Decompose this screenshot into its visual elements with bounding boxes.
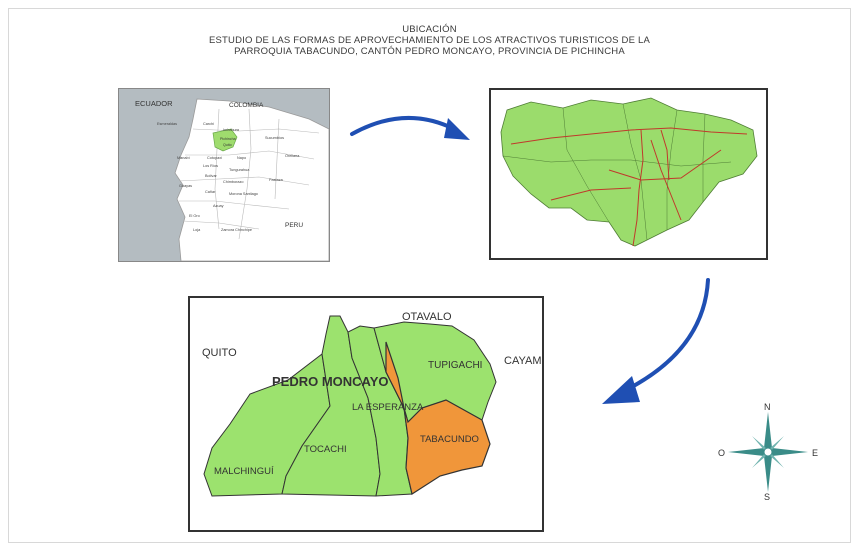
parish-lines (502, 103, 732, 241)
tupigachi-label: TUPIGACHI (428, 360, 482, 371)
province-label: Morona Santiago (229, 192, 258, 196)
header-subtitle-2: PARROQUIA TABACUNDO, CANTÓN PEDRO MONCAY… (234, 46, 625, 57)
malchingui-label: MALCHINGUÍ (214, 466, 274, 477)
canton-area (500, 97, 758, 247)
pichincha-highlight (212, 128, 238, 152)
compass-e: E (812, 448, 818, 458)
province-label: Cañar (205, 190, 216, 194)
otavalo-label: OTAVALO (402, 311, 452, 323)
province-lines (178, 108, 320, 240)
parroquia-map-panel: OTAVALO QUITO CAYAMBE PEDRO MONCAYO TUPI… (188, 296, 544, 532)
province-label: Chimborazo (223, 180, 243, 184)
map-header: UBICACIÓN ESTUDIO DE LAS FORMAS DE APROV… (0, 24, 859, 57)
province-label: Cotopaxi (207, 156, 222, 160)
compass-n: N (764, 402, 771, 412)
colombia-label: COLOMBIA (229, 102, 264, 109)
canton-map-panel (489, 88, 768, 260)
province-label: Imbabura (223, 128, 240, 132)
province-label: Zamora Chinchipe (221, 228, 252, 232)
ecuador-map-panel: ECUADOR COLOMBIA PERU Esmeraldas Carchi … (118, 88, 330, 262)
quito-label: QUITO (202, 347, 237, 359)
peru-label: PERU (285, 222, 303, 229)
province-label: Guayas (179, 184, 192, 188)
road-network (510, 127, 748, 247)
compass-rose-icon: N S E O (718, 402, 818, 500)
compass-w: O (718, 448, 725, 458)
tabacundo-label: TABACUNDO (420, 434, 479, 445)
ecuador-label: ECUADOR (135, 99, 173, 108)
parish-tabacundo (385, 341, 491, 495)
province-label: Pastaza (269, 178, 284, 182)
la-esperanza-label: LA ESPERANZA (352, 402, 424, 413)
province-label: Bolívar (205, 174, 218, 178)
province-label: Sucumbíos (265, 136, 284, 140)
cayambe-label: CAYAMBE (504, 355, 542, 367)
parroquia-map: OTAVALO QUITO CAYAMBE PEDRO MONCAYO TUPI… (202, 311, 542, 497)
city-label: Quito (223, 143, 232, 147)
header-title: UBICACIÓN (402, 24, 457, 35)
arrow-to-parroquia (602, 278, 710, 404)
ecuador-landmass (174, 98, 329, 261)
province-label: Napo (237, 156, 246, 160)
header-subtitle: ESTUDIO DE LAS FORMAS DE APROVECHAMIENTO… (208, 35, 650, 46)
tocachi-label: TOCACHI (304, 444, 347, 455)
province-label: Tungurahua (229, 168, 250, 172)
province-label: Carchi (203, 122, 214, 126)
canton-label: PEDRO MONCAYO (272, 374, 389, 389)
canton-map (500, 97, 758, 247)
arrow-to-canton (350, 115, 470, 140)
province-label: Azuay (213, 204, 224, 208)
province-label: Los Ríos (203, 164, 218, 168)
province-label: El Oro (189, 214, 200, 218)
province-label: Esmeraldas (157, 122, 177, 126)
province-label: Pichincha (220, 137, 236, 141)
province-label: Loja (193, 228, 201, 232)
province-label: Orellana (285, 154, 300, 158)
compass-s: S (764, 492, 770, 500)
ecuador-map: ECUADOR COLOMBIA PERU Esmeraldas Carchi … (119, 89, 329, 261)
page-frame (8, 8, 851, 543)
province-label: Manabí (177, 156, 191, 160)
